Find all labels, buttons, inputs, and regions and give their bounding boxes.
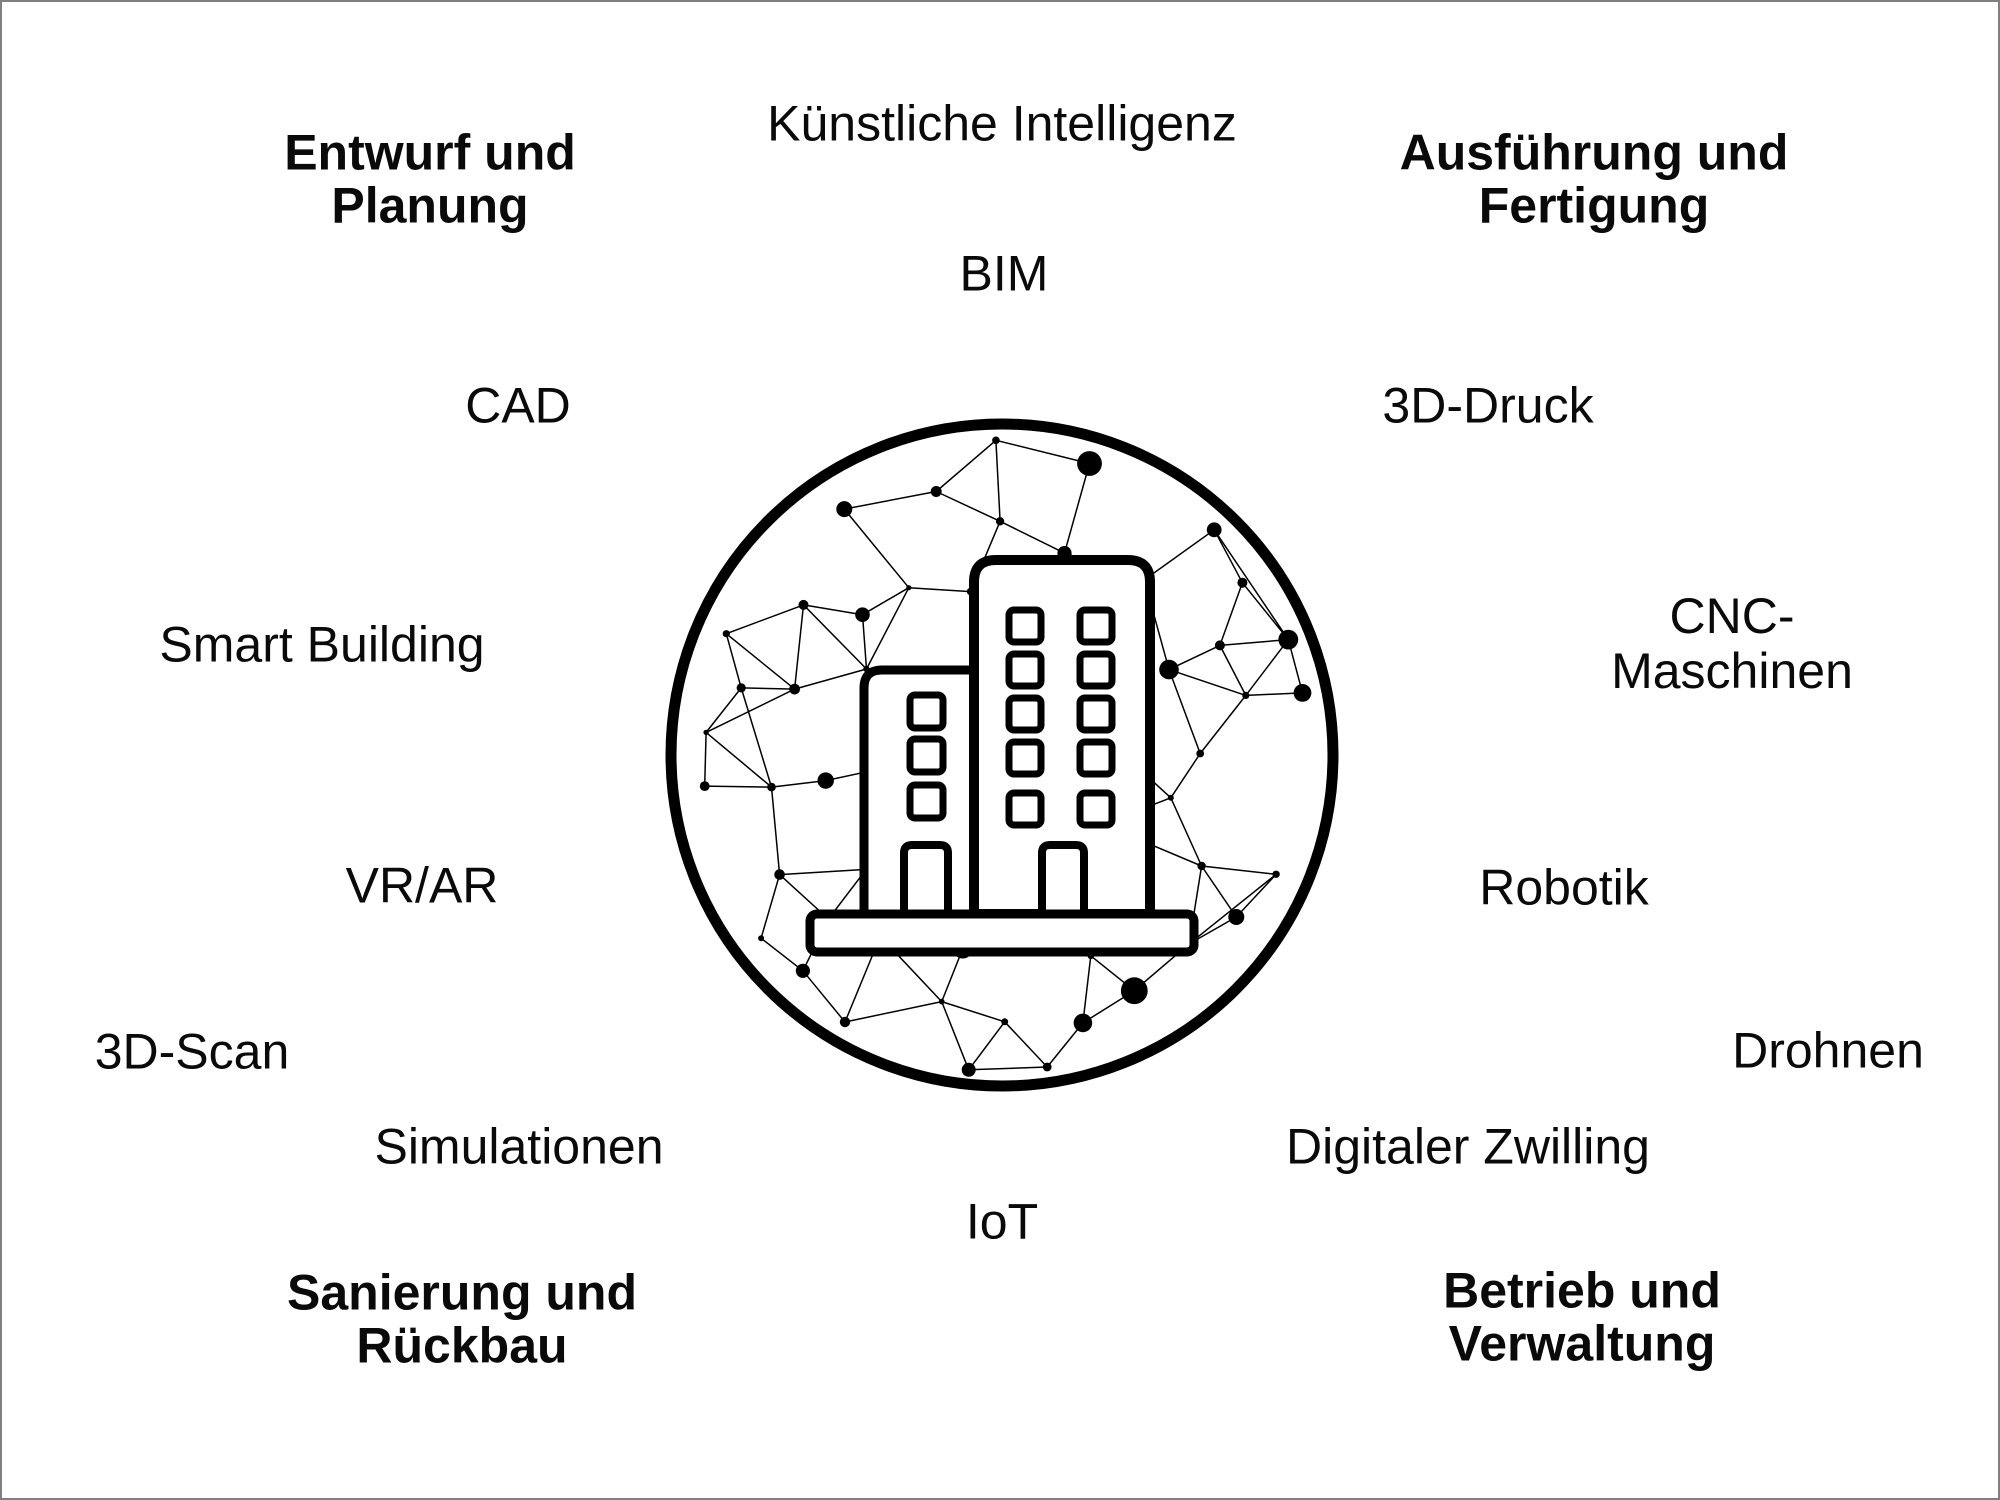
window-icon [906, 691, 947, 732]
window-icon [1005, 694, 1045, 734]
label-bim: BIM [959, 245, 1049, 302]
label-simulationen: Simulationen [374, 1118, 664, 1175]
window-icon [906, 735, 947, 776]
circle-ring [665, 418, 1339, 1092]
door-icon [1038, 841, 1088, 918]
label-phase-ausfuehrung-und-fertigung: Ausführung und Fertigung [1399, 124, 1789, 233]
window-icon [1076, 738, 1116, 778]
label-cad: CAD [465, 377, 571, 434]
label-iot: IoT [965, 1193, 1039, 1250]
window-icon [1076, 606, 1116, 646]
label-phase-betrieb-und-verwaltung: Betrieb und Verwaltung [1443, 1262, 1721, 1371]
window-icon [1076, 694, 1116, 734]
label-drohnen: Drohnen [1732, 1022, 1924, 1079]
window-icon [1005, 606, 1045, 646]
label-smart-building: Smart Building [159, 616, 485, 673]
label-3d-scan: 3D-Scan [94, 1023, 290, 1080]
window-icon [906, 781, 947, 822]
building-base [805, 909, 1199, 957]
window-icon [1076, 650, 1116, 690]
label-robotik: Robotik [1479, 859, 1649, 916]
window-icon [1005, 650, 1045, 690]
window-icon [1076, 789, 1116, 829]
window-icon [1005, 738, 1045, 778]
label-phase-sanierung-und-rueckbau: Sanierung und Rückbau [287, 1264, 637, 1373]
label-digitaler-zwilling: Digitaler Zwilling [1286, 1118, 1650, 1175]
label-cnc-maschinen: CNC-Maschinen [1611, 588, 1853, 699]
door-icon [900, 841, 952, 918]
window-icon [1005, 789, 1045, 829]
building-icon [805, 555, 1199, 957]
label-phase-entwurf-und-planung: Entwurf und Planung [284, 124, 576, 233]
label-kuenstliche-intelligenz: Künstliche Intelligenz [767, 95, 1237, 152]
label-vr-ar: VR/AR [345, 857, 499, 914]
label-3d-druck: 3D-Druck [1382, 377, 1594, 434]
